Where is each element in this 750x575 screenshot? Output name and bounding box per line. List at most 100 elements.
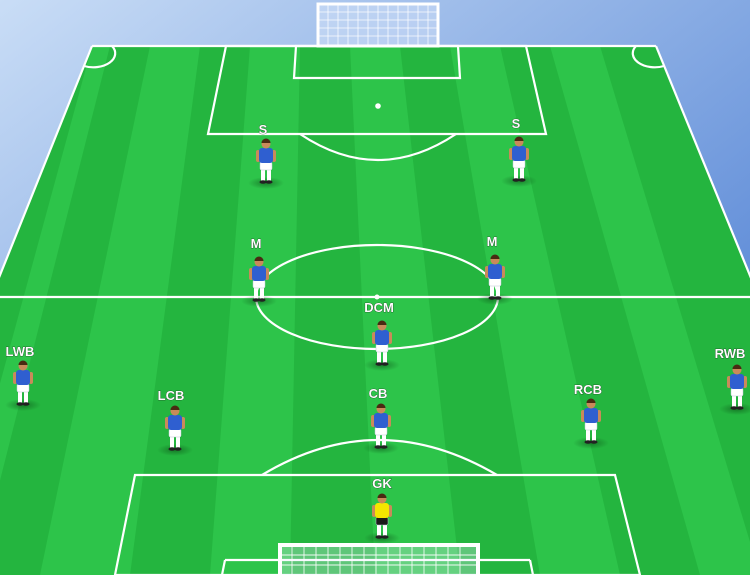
player-m: M xyxy=(477,234,513,305)
player-shorts xyxy=(168,428,182,438)
player-shirt xyxy=(16,370,30,385)
grass-stripe xyxy=(40,46,200,575)
player-lcb: LCB xyxy=(157,388,193,456)
player-gk: GK xyxy=(364,476,400,544)
player-leg xyxy=(382,433,386,446)
position-label: RCB xyxy=(574,382,602,397)
player-shoe xyxy=(252,298,260,302)
player-shorts xyxy=(252,279,266,289)
player-shoe xyxy=(736,406,744,410)
goal-bottom xyxy=(278,543,480,575)
player-shirt xyxy=(374,413,388,428)
player-shoe xyxy=(265,180,273,184)
player-leg xyxy=(520,166,524,179)
player-hair xyxy=(586,398,596,403)
player-shirt xyxy=(168,415,182,430)
player-leg xyxy=(376,433,380,446)
player-shorts xyxy=(16,383,30,393)
player-shorts xyxy=(375,343,389,353)
player-shoe xyxy=(374,445,382,449)
player-leg xyxy=(732,394,736,407)
player-shadow xyxy=(363,442,399,454)
player-shorts xyxy=(730,387,744,397)
player-shirt xyxy=(375,503,389,518)
player-shirt xyxy=(488,264,502,279)
position-label: M xyxy=(251,236,262,251)
player-shorts xyxy=(512,159,526,169)
player-leg xyxy=(738,394,742,407)
player-leg xyxy=(592,428,596,441)
player-shoe xyxy=(488,296,496,300)
player-shoe xyxy=(512,178,520,182)
grass-stripe xyxy=(210,46,300,575)
player-shirt xyxy=(252,266,266,281)
player-shadow xyxy=(573,437,609,449)
player-leg xyxy=(377,350,381,363)
player-leg xyxy=(383,350,387,363)
player-shoe xyxy=(584,440,592,444)
player-shorts xyxy=(259,161,273,171)
player-hair xyxy=(170,405,180,410)
player-shadow xyxy=(5,399,41,411)
player-shoe xyxy=(375,535,383,539)
player-shirt xyxy=(259,148,273,163)
position-label: M xyxy=(487,234,498,249)
player-shoe xyxy=(16,402,24,406)
player-shadow xyxy=(241,295,277,307)
position-label: LWB xyxy=(6,344,35,359)
penalty-spot-top xyxy=(375,103,381,109)
player-shoe xyxy=(494,296,502,300)
position-label: S xyxy=(512,116,521,131)
player-rwb: RWB xyxy=(714,346,750,415)
player-hair xyxy=(376,403,386,408)
player-leg xyxy=(24,390,28,403)
corner-arc-right xyxy=(631,45,665,69)
player-leg xyxy=(18,390,22,403)
position-label: RWB xyxy=(715,346,746,361)
player-shorts xyxy=(375,516,389,526)
player-leg xyxy=(586,428,590,441)
player-shoe xyxy=(259,180,267,184)
player-shadow xyxy=(477,293,513,305)
touchline-left xyxy=(0,45,94,279)
player-shoe xyxy=(380,445,388,449)
player-hair xyxy=(490,254,500,259)
player-m: M xyxy=(241,236,277,307)
player-leg xyxy=(261,168,265,181)
player-dcm: DCM xyxy=(364,300,400,371)
player-leg xyxy=(254,286,258,299)
player-hair xyxy=(514,136,524,141)
player-shadow xyxy=(157,444,193,456)
player-leg xyxy=(260,286,264,299)
centre-spot xyxy=(374,294,380,300)
player-shoe xyxy=(730,406,738,410)
player-shoe xyxy=(381,362,389,366)
player-shoe xyxy=(518,178,526,182)
player-shorts xyxy=(374,426,388,436)
touchline-right xyxy=(654,45,750,279)
player-hair xyxy=(18,360,28,365)
player-hair xyxy=(377,493,387,498)
player-cb: CB xyxy=(363,386,399,454)
player-shadow xyxy=(364,532,400,544)
penalty-arc-top xyxy=(299,133,457,162)
player-leg xyxy=(176,435,180,448)
player-shirt xyxy=(730,374,744,389)
player-leg xyxy=(383,523,387,536)
player-shadow xyxy=(501,175,537,187)
player-shoe xyxy=(22,402,30,406)
player-leg xyxy=(490,284,494,297)
position-label: CB xyxy=(369,386,388,401)
player-shirt xyxy=(512,146,526,161)
position-label: S xyxy=(259,122,268,137)
player-shorts xyxy=(488,277,502,287)
position-label: DCM xyxy=(364,300,394,315)
player-rcb: RCB xyxy=(573,382,609,449)
player-leg xyxy=(514,166,518,179)
player-hair xyxy=(732,364,742,369)
penalty-box-bottom xyxy=(113,473,642,575)
player-leg xyxy=(267,168,271,181)
player-shoe xyxy=(168,447,176,451)
